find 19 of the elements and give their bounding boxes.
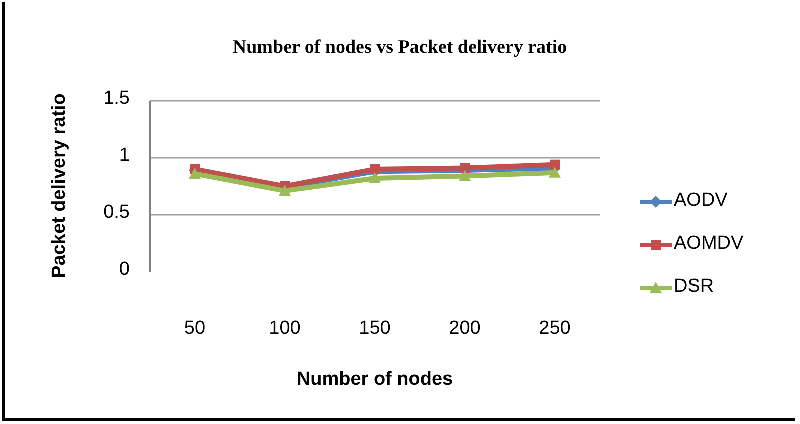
y-axis-title: Packet delivery ratio [49,92,71,280]
legend-label: AOMDV [674,233,744,255]
point [550,160,560,170]
point [370,164,380,174]
point [549,166,561,178]
axis-tick-label: 200 [448,318,482,340]
point [459,170,471,182]
point [189,168,201,179]
x-axis-title: Number of nodes [296,369,454,391]
axis-tick-label: 100 [268,318,302,340]
axis-tick-label: 250 [538,318,572,340]
point [279,185,291,196]
legend-label: DSR [674,276,714,298]
legend-label: AODV [674,190,728,212]
point [369,172,381,184]
chart-title: Number of nodes vs Packet delivery ratio [232,37,568,59]
point [460,163,470,174]
axis-tick-label: 150 [358,318,392,340]
axis-tick-label: 50 [183,318,207,340]
